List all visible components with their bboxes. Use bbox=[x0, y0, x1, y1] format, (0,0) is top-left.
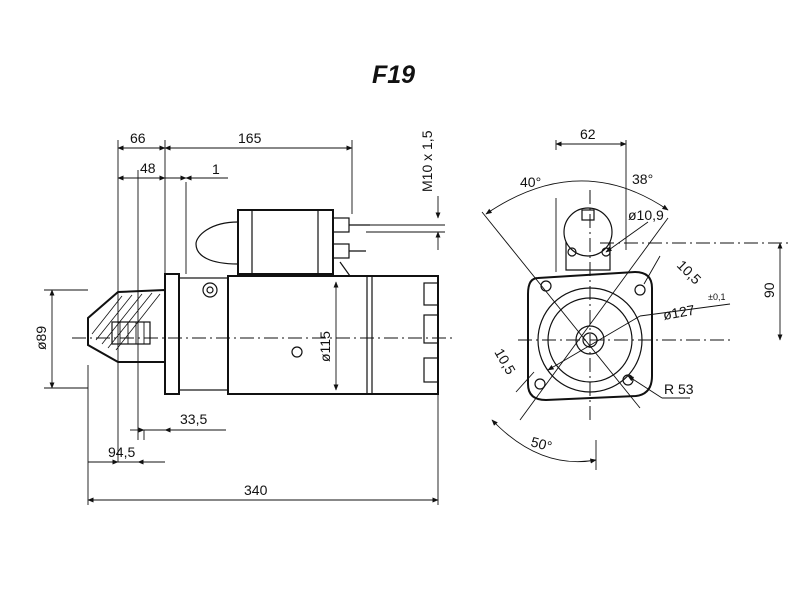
solenoid bbox=[237, 209, 334, 275]
dim-dia89: ø89 bbox=[33, 326, 49, 350]
dim-dia10-9: ø10,9 bbox=[628, 207, 664, 223]
dim-10-5-top: 10,5 bbox=[674, 257, 705, 288]
nose-hatching bbox=[91, 292, 161, 351]
dim-thread: M10 x 1,5 bbox=[419, 130, 435, 192]
mounting-flange bbox=[164, 273, 180, 395]
solenoid-cap bbox=[195, 221, 239, 265]
dim-33-5: 33,5 bbox=[180, 411, 207, 427]
angle-50: 50° bbox=[529, 433, 554, 454]
mounting-hole bbox=[202, 282, 218, 298]
angle-arc-top bbox=[485, 180, 669, 215]
end-terminal-mid bbox=[423, 314, 439, 344]
dim-48: 48 bbox=[140, 160, 156, 176]
pinion-teeth bbox=[119, 322, 145, 344]
end-terminal-top bbox=[423, 282, 439, 306]
pinion-gear bbox=[111, 321, 151, 345]
angle-line-left bbox=[481, 211, 641, 409]
bolt-hole-bottom-left bbox=[534, 378, 546, 390]
leader-dia127 bbox=[547, 315, 641, 371]
dim-dia115: ø115 bbox=[317, 331, 333, 362]
drawing-title: F19 bbox=[372, 61, 415, 89]
leader-10-5-top bbox=[643, 255, 661, 285]
angle-arc-bottom bbox=[491, 419, 597, 464]
terminal-nut-upper bbox=[332, 217, 350, 233]
body-band bbox=[366, 276, 373, 394]
dim-62: 62 bbox=[580, 126, 596, 142]
terminal-left bbox=[567, 247, 577, 257]
pinion-nose bbox=[87, 288, 166, 363]
bolt-hole-top-left bbox=[540, 280, 552, 292]
terminal-studs bbox=[349, 224, 370, 252]
solenoid-neck bbox=[565, 242, 611, 271]
side-view: 66 165 48 1 M10 x 1,5 ø89 ø115 33,5 94,5 bbox=[33, 130, 455, 505]
dim-94-5: 94,5 bbox=[108, 444, 135, 460]
angle-40: 40° bbox=[520, 174, 541, 190]
dim-1: 1 bbox=[212, 161, 220, 177]
dim-66: 66 bbox=[130, 130, 146, 146]
leader-dia10-9 bbox=[605, 221, 649, 253]
dim-tolerance: ±0,1 bbox=[708, 292, 725, 302]
terminal-nut-lower bbox=[332, 243, 350, 259]
leader-dia127-tail bbox=[639, 303, 731, 317]
dim-165: 165 bbox=[238, 130, 262, 146]
solenoid-bands bbox=[251, 210, 319, 274]
bolt-hole-top-right bbox=[634, 284, 646, 296]
dim-340: 340 bbox=[244, 482, 268, 498]
end-terminal-bottom bbox=[423, 357, 439, 383]
dim-r53: R 53 bbox=[664, 381, 694, 397]
dim-90: 90 bbox=[761, 282, 777, 298]
front-view: 62 40° 38° ø10,9 10,5 90 ø127 ±0,1 10,5 … bbox=[481, 126, 790, 470]
leader-r53 bbox=[627, 375, 663, 399]
angle-38: 38° bbox=[632, 171, 653, 187]
motor-body bbox=[227, 275, 439, 395]
leader-10-5-bottom bbox=[515, 371, 535, 393]
dim-dia127: ø127 bbox=[662, 302, 696, 323]
angle-line-right bbox=[519, 217, 669, 421]
solenoid-link bbox=[339, 261, 351, 277]
drive-housing bbox=[178, 277, 229, 391]
dim-10-5-bottom: 10,5 bbox=[491, 346, 519, 378]
terminal-top bbox=[581, 209, 595, 221]
body-screw bbox=[291, 346, 303, 358]
extension-lines bbox=[44, 140, 439, 505]
front-flange bbox=[527, 270, 653, 402]
mounting-hole-inner bbox=[206, 286, 214, 294]
